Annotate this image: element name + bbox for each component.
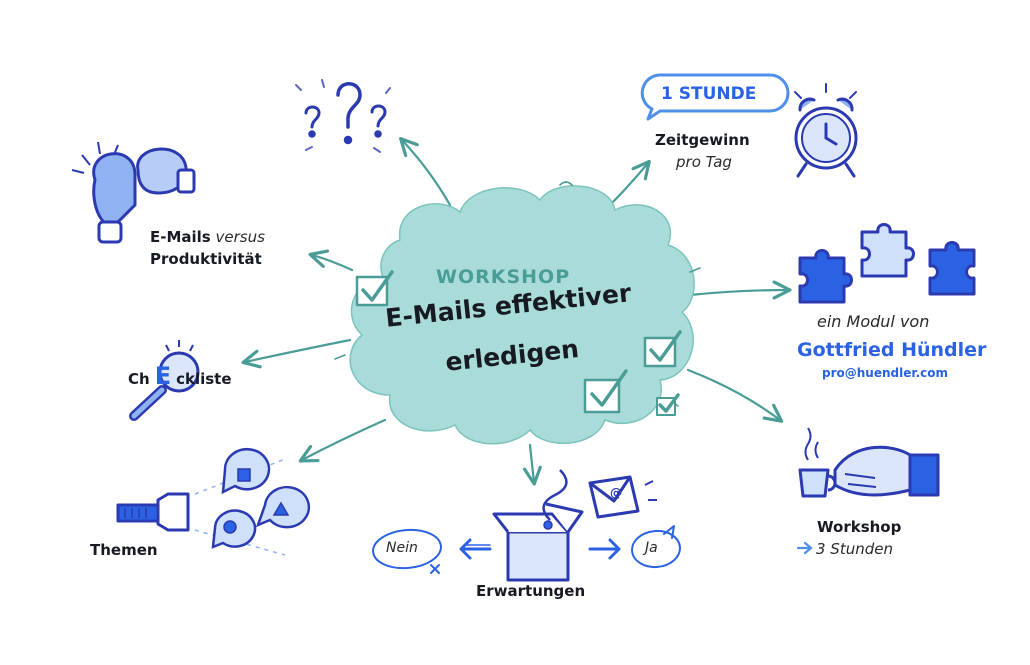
- bubble-1-stunde: [640, 73, 790, 121]
- emails-word: E-Mails: [150, 228, 211, 246]
- arrow-right-icon: [588, 538, 621, 560]
- arrow-to-modul: [688, 280, 792, 300]
- zeitgewinn-sub: pro Tag: [676, 153, 732, 171]
- magnifier-icon: [129, 340, 200, 421]
- ja-label: Ja: [645, 540, 658, 556]
- checkliste-post: ckliste: [176, 370, 232, 388]
- alarm-clock-icon: [794, 83, 858, 178]
- modul-prefix: ein Modul von: [817, 312, 930, 331]
- small-arrow-icon: [796, 541, 813, 555]
- center-kicker: WORKSHOP: [436, 266, 571, 288]
- author-name: Gottfried Hündler: [797, 339, 987, 361]
- emails-versus-label: E-Mails versus: [150, 228, 265, 246]
- themen-label: Themen: [90, 541, 158, 559]
- arrow-to-zeitgewinn: [608, 159, 651, 207]
- versus-word: versus: [215, 228, 265, 246]
- zeitgewinn-title: Zeitgewinn: [655, 131, 750, 149]
- arrows: [241, 136, 792, 486]
- checkliste-pre: Ch: [128, 370, 150, 388]
- nein-label: Nein: [386, 540, 418, 556]
- bubble-text: 1 STUNDE: [661, 84, 757, 104]
- question-marks-icon: [295, 79, 391, 153]
- coffee-cup-icon: [798, 427, 837, 498]
- arrow-to-questions: [399, 136, 452, 207]
- envelope-icon: @: [588, 475, 657, 519]
- produktivitaet-word: Produktivität: [150, 250, 262, 268]
- erwartungen-label: Erwartungen: [476, 582, 586, 600]
- author-email: pro@huendler.com: [822, 366, 948, 380]
- svg-text:@: @: [610, 486, 622, 500]
- checkmark-icon: [355, 270, 682, 416]
- boxing-gloves-icon: [71, 141, 196, 244]
- handshake-hand-icon: [833, 445, 940, 497]
- puzzle-pieces-icon: [798, 223, 976, 304]
- arrow-to-emails: [308, 249, 354, 272]
- arrow-to-workshop: [686, 368, 784, 423]
- checkliste-e: E: [154, 362, 172, 390]
- workshop-title: Workshop: [817, 518, 902, 536]
- arrow-left-icon: [459, 538, 492, 560]
- arrow-to-themen: [298, 418, 387, 463]
- nein-ja-decor: [372, 525, 681, 574]
- arrow-to-erwartungen: [522, 443, 542, 486]
- gift-box-icon: [492, 469, 584, 582]
- arrow-to-checkliste: [241, 338, 352, 369]
- workshop-sub: 3 Stunden: [816, 540, 893, 558]
- speech-bubbles-icon: [211, 447, 311, 549]
